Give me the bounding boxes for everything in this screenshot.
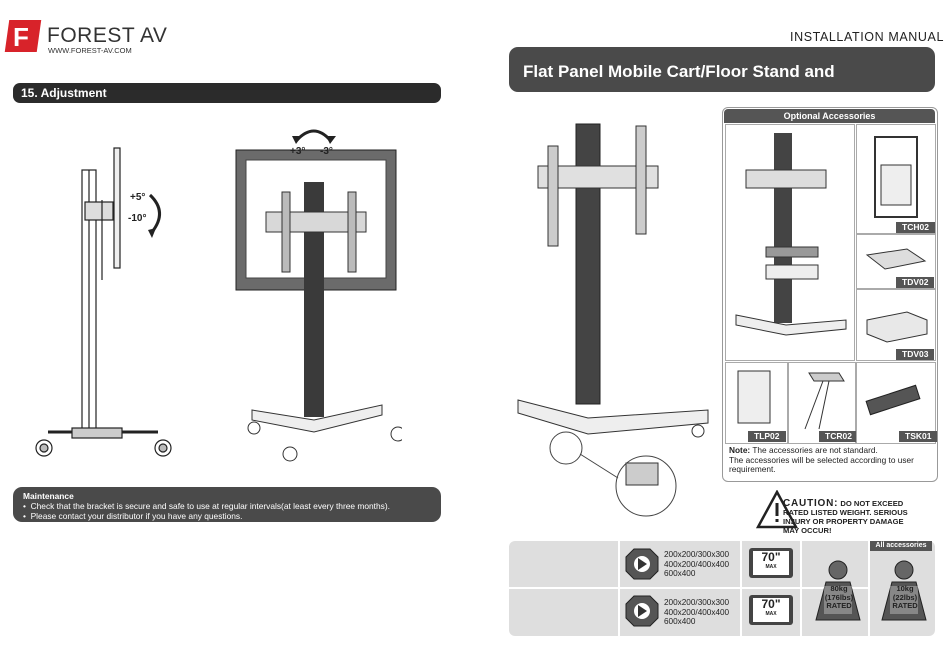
accessory-tlp02-image [725, 362, 788, 444]
maintenance-box: Maintenance • Check that the bracket is … [13, 487, 441, 522]
manual-title: INSTALLATION MANUAL [790, 30, 945, 44]
brand-name: FOREST AV [47, 24, 168, 47]
tag-tcr02: TCR02 [819, 431, 858, 442]
tilt-up-label: +5° [130, 192, 146, 203]
tag-tch02: TCH02 [896, 222, 935, 233]
maintenance-item: • Please contact your distributor if you… [23, 511, 243, 521]
swivel-left-label: +3° [290, 146, 306, 157]
brand-logo-letter: F [13, 22, 29, 52]
maintenance-item: • Check that the bracket is secure and s… [23, 501, 390, 511]
swivel-right-label: -3° [320, 146, 333, 157]
tag-tsk01: TSK01 [899, 431, 938, 442]
vesa-icon [625, 595, 659, 627]
accessory-tch02-image [856, 124, 936, 234]
weight-icon [881, 560, 927, 621]
weight-rating-main: 80kg (176lbs) RATED [824, 584, 854, 610]
caution-text: CAUTION: DO NOT EXCEED RATED LISTED WEIG… [783, 498, 908, 536]
vesa-sizes-row2: 200x200/300x300 400x200/400x400 600x400 [664, 598, 730, 626]
tilt-down-label: -10° [128, 213, 147, 224]
screen-size-icon: 70" MAX [749, 548, 793, 578]
accessory-tsk01-image [856, 362, 936, 444]
weight-icon [815, 560, 861, 621]
side-view-illustration [35, 147, 172, 457]
vesa-sizes-row1: 200x200/300x300 400x200/400x400 600x400 [664, 550, 730, 578]
accessory-tdv02-image [856, 234, 936, 289]
vesa-icon [625, 548, 659, 580]
hero-title: Flat Panel Mobile Cart/Floor Stand and A… [509, 47, 935, 131]
warning-icon [756, 490, 798, 529]
accessory-combined-illustration [725, 124, 855, 361]
all-accessories-label: All accessories [870, 541, 932, 551]
tag-tdv03: TDV03 [896, 349, 935, 360]
accessory-tcr02-image [788, 362, 856, 444]
main-cart-illustration [517, 123, 709, 517]
tag-tdv02: TDV02 [896, 277, 935, 288]
front-view-illustration [235, 129, 402, 462]
accessories-heading: Optional Accessories [724, 109, 935, 123]
brand-url: WWW.FOREST-AV.COM [48, 46, 132, 55]
tag-tlp02: TLP02 [748, 431, 786, 442]
screen-size-icon: 70" MAX [749, 595, 793, 625]
weight-rating-accessories: 10kg (22lbs) RATED [892, 584, 918, 610]
maintenance-title: Maintenance [23, 491, 74, 501]
section-title: 15. Adjustment [13, 83, 441, 103]
accessories-note: Note: The accessories are not standard. … [729, 445, 914, 474]
